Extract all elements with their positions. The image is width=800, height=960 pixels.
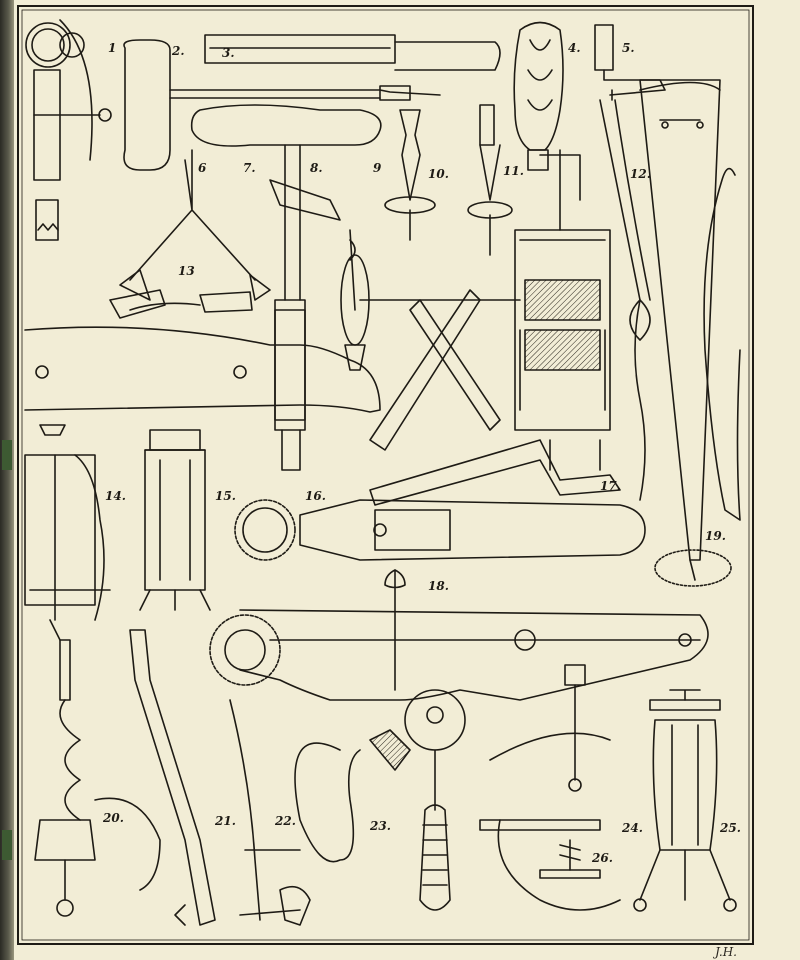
tool-26-screw (539, 839, 601, 879)
plate-border (17, 5, 754, 945)
fig-label-3: 3. (222, 46, 235, 60)
fig-label-18: 18. (428, 579, 449, 593)
fig-label-24: 24. (621, 821, 643, 835)
tool-20-corkscrew (34, 639, 161, 917)
fig-label-13: 13 (178, 264, 195, 278)
artist-signature: J.H. (712, 945, 737, 959)
book-spine (0, 0, 14, 960)
fig-label-26: 26. (591, 851, 613, 865)
tool-10-crown-saw (384, 109, 436, 241)
tool-11-crown-saw (467, 104, 513, 256)
spine-tab (2, 440, 12, 470)
tool-drill-press (514, 149, 611, 471)
tool-24-clamp (479, 664, 621, 911)
tool-5-crank (594, 24, 666, 101)
tool-2-t-handle (123, 39, 441, 171)
tool-12-elevator (599, 99, 651, 501)
tool-23-s-spatula (294, 729, 411, 863)
fig-label-14: 14. (105, 489, 126, 503)
tool-15-cylinder (139, 429, 211, 611)
figure-number-labels: 1 2. 3. 4. 5. 6 7. 8. 9 10. 11. 12. 13 1… (102, 41, 741, 865)
fig-label-21: 21. (214, 814, 236, 828)
tool-6-tripod (119, 149, 271, 301)
fig-label-15: 15. (215, 489, 236, 503)
fig-label-4: 4. (568, 41, 581, 55)
fig-label-1: 1 (108, 41, 116, 55)
tool-12-hook (703, 167, 741, 521)
tool-13-wedge (109, 289, 253, 319)
tool-17-angled-bar (369, 439, 621, 506)
tool-8-hinged-leg (269, 179, 521, 371)
fig-label-6: 6 (198, 161, 207, 175)
tool-19-long-saw (639, 79, 732, 587)
tool-ribbed-handle (404, 689, 466, 911)
fig-label-5: 5. (622, 41, 635, 55)
fig-label-22: 22. (274, 814, 296, 828)
tool-1-trephine-frame (25, 19, 112, 241)
tool-3-lancet-case (204, 34, 501, 71)
fig-label-17: 17. (600, 479, 621, 493)
fig-label-25: 25. (719, 821, 741, 835)
tool-18-frame (209, 569, 709, 701)
tool-22-elevator (229, 699, 311, 926)
fig-label-20: 20. (102, 811, 124, 825)
fig-label-19: 19. (705, 529, 726, 543)
tool-14-vice (24, 424, 111, 641)
fig-label-2: 2. (171, 44, 185, 58)
fig-label-11: 11. (503, 164, 524, 178)
plate-inner-border (21, 9, 750, 941)
tool-16-trephine (234, 499, 646, 561)
fig-label-12: 12. (630, 167, 651, 181)
fig-label-8: 8. (310, 161, 323, 175)
spine-tab (2, 830, 12, 860)
tool-7-ratchet-handle (190, 104, 382, 471)
tool-plank-base (24, 309, 381, 421)
tool-4-carved-handle (513, 21, 564, 171)
tool-crossed-levers (369, 289, 501, 451)
fig-label-9: 9 (373, 161, 382, 175)
fig-label-7: 7. (243, 161, 256, 175)
tool-25-frame (633, 689, 737, 912)
fig-label-10: 10. (428, 167, 449, 181)
fig-label-16: 16. (305, 489, 326, 503)
tool-21-long-lever (129, 629, 216, 926)
fig-label-23: 23. (369, 819, 391, 833)
